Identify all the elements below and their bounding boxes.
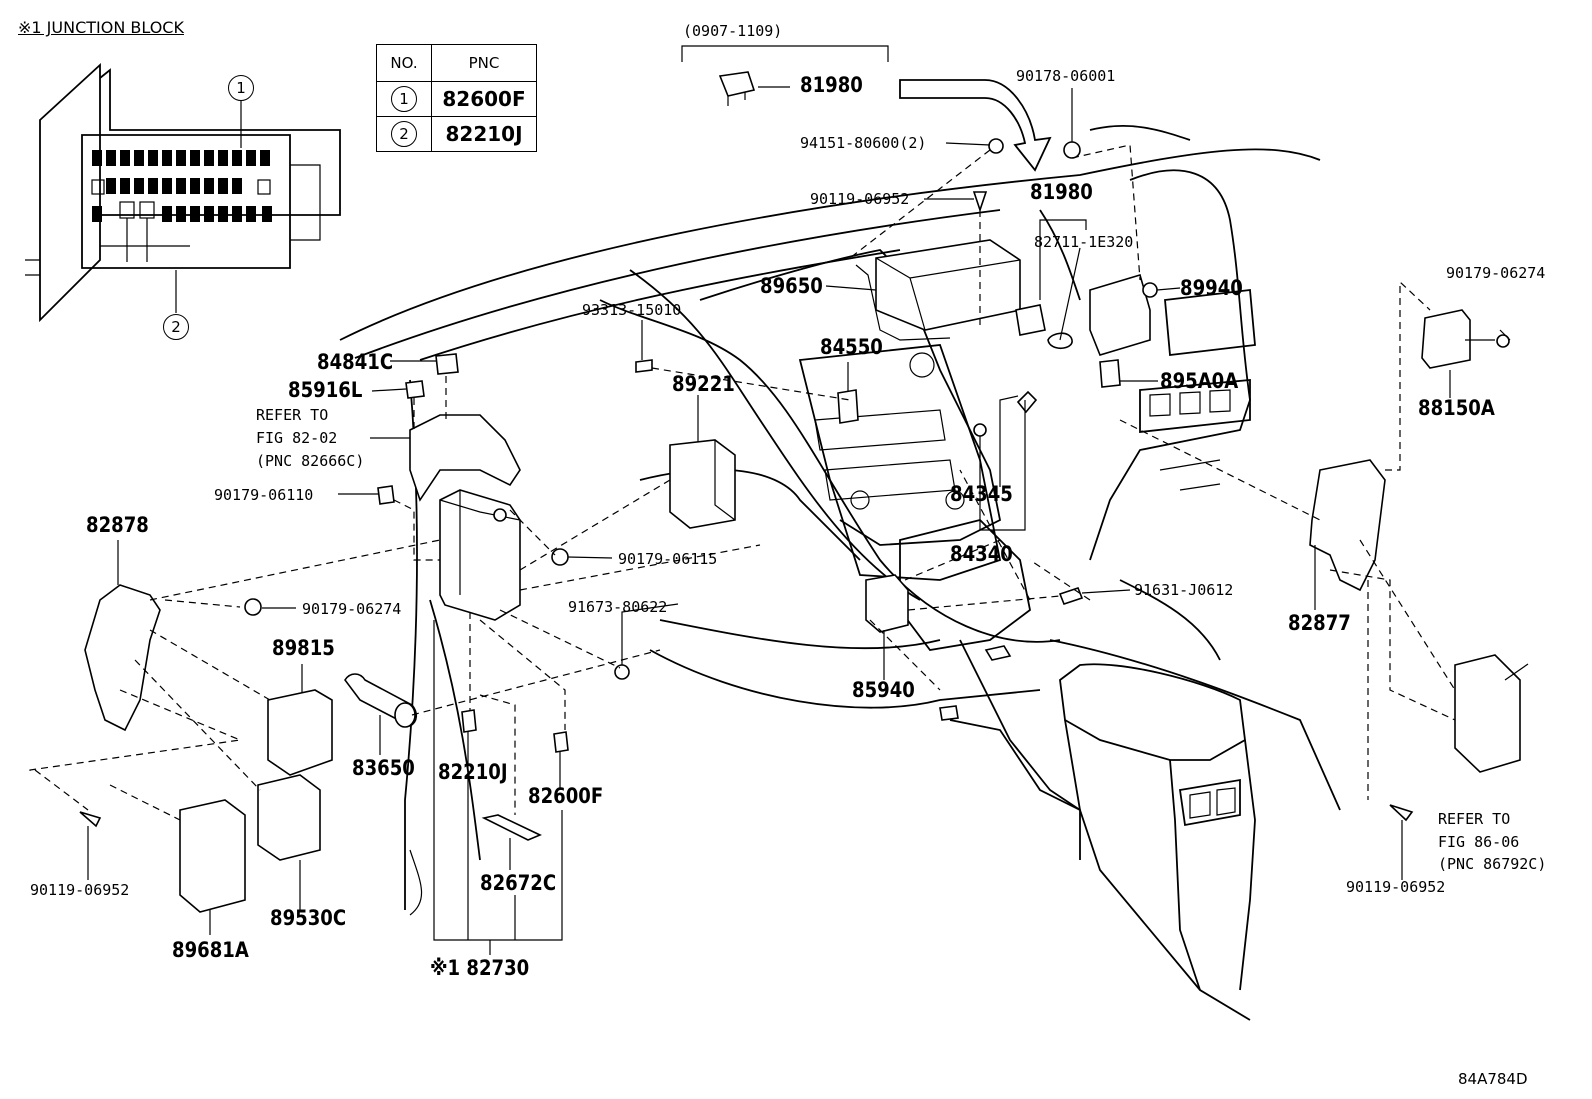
pnc-row-value: 82600F <box>431 81 537 117</box>
parts-drawings <box>79 45 1529 913</box>
part-label-84345[interactable]: 84345 <box>950 482 1013 506</box>
part-label-93313-15010[interactable]: 93313-15010 <box>582 301 682 319</box>
refer-left-line3: (PNC 82666C) <box>256 452 365 470</box>
part-label-82210j[interactable]: 82210J <box>438 760 508 784</box>
leader-lines <box>87 86 1511 955</box>
part-label-88150a[interactable]: 88150A <box>1418 396 1495 420</box>
part-label-82730[interactable]: ※1 82730 <box>430 956 530 980</box>
part-label-90179-06274-right[interactable]: 90179-06274 <box>1446 264 1546 282</box>
callout-2: 2 <box>163 314 189 340</box>
refer-left-line1: REFER TO <box>256 406 329 424</box>
part-label-89650[interactable]: 89650 <box>760 274 823 298</box>
part-label-90179-06115[interactable]: 90179-06115 <box>618 550 718 568</box>
part-label-90119-06952-left[interactable]: 90119-06952 <box>30 881 130 899</box>
date-range: (0907-1109) <box>683 22 783 40</box>
part-label-89530c[interactable]: 89530C <box>270 906 347 930</box>
part-label-91631-j0612[interactable]: 91631-J0612 <box>1134 581 1234 599</box>
part-label-94151-80600[interactable]: 94151-80600(2) <box>800 134 927 152</box>
part-label-82878[interactable]: 82878 <box>86 513 149 537</box>
part-label-84550[interactable]: 84550 <box>820 335 883 359</box>
part-label-89815[interactable]: 89815 <box>272 636 335 660</box>
part-label-90119-06952-top[interactable]: 90119-06952 <box>810 190 910 208</box>
pnc-table-row: 2 82210J <box>376 116 537 152</box>
part-label-89221[interactable]: 89221 <box>672 372 735 396</box>
part-label-81980[interactable]: 81980 <box>1030 180 1093 204</box>
part-label-91673-80622[interactable]: 91673-80622 <box>568 598 668 616</box>
part-label-89681a[interactable]: 89681A <box>172 938 249 962</box>
pnc-row-value: 82210J <box>431 116 537 152</box>
part-label-895a0a[interactable]: 895A0A <box>1160 369 1239 393</box>
part-label-83650[interactable]: 83650 <box>352 756 415 780</box>
part-label-90178-06001[interactable]: 90178-06001 <box>1016 67 1116 85</box>
dashed-guides <box>29 144 1456 821</box>
part-label-85916l[interactable]: 85916L <box>288 378 363 402</box>
pnc-table: NO. PNC 1 82600F 2 82210J <box>376 44 537 152</box>
junction-block-title: ※1 JUNCTION BLOCK <box>18 18 184 37</box>
part-label-85940[interactable]: 85940 <box>852 678 915 702</box>
part-label-90179-06274-left[interactable]: 90179-06274 <box>302 600 402 618</box>
part-label-81980-relay[interactable]: 81980 <box>800 73 863 97</box>
refer-right-line3: (PNC 86792C) <box>1438 855 1547 873</box>
refer-left-line2: FIG 82-02 <box>256 429 338 447</box>
pnc-table-row: 1 82600F <box>376 81 537 117</box>
part-label-82711-1e320[interactable]: 82711-1E320 <box>1034 233 1134 251</box>
junction-block-drawing <box>25 62 341 323</box>
refer-right-line1: REFER TO <box>1438 810 1511 828</box>
part-label-89940[interactable]: 89940 <box>1180 276 1243 300</box>
refer-right-line2: FIG 86-06 <box>1438 833 1520 851</box>
part-label-90179-06110[interactable]: 90179-06110 <box>214 486 314 504</box>
part-label-90119-06952-right[interactable]: 90119-06952 <box>1346 878 1446 896</box>
pnc-row-no: 2 <box>391 121 417 147</box>
pnc-table-header-no: NO. <box>376 44 432 82</box>
pnc-table-header-pnc: PNC <box>431 44 537 82</box>
pnc-row-no: 1 <box>391 86 417 112</box>
callout-1: 1 <box>228 75 254 101</box>
part-label-84340[interactable]: 84340 <box>950 542 1013 566</box>
pnc-table-header: NO. PNC <box>376 44 537 82</box>
diagram-code: 84A784D <box>1458 1070 1528 1088</box>
part-label-82877[interactable]: 82877 <box>1288 611 1351 635</box>
part-label-84841c[interactable]: 84841C <box>317 350 394 374</box>
part-label-82672c[interactable]: 82672C <box>480 871 557 895</box>
part-label-82600f[interactable]: 82600F <box>528 784 604 808</box>
